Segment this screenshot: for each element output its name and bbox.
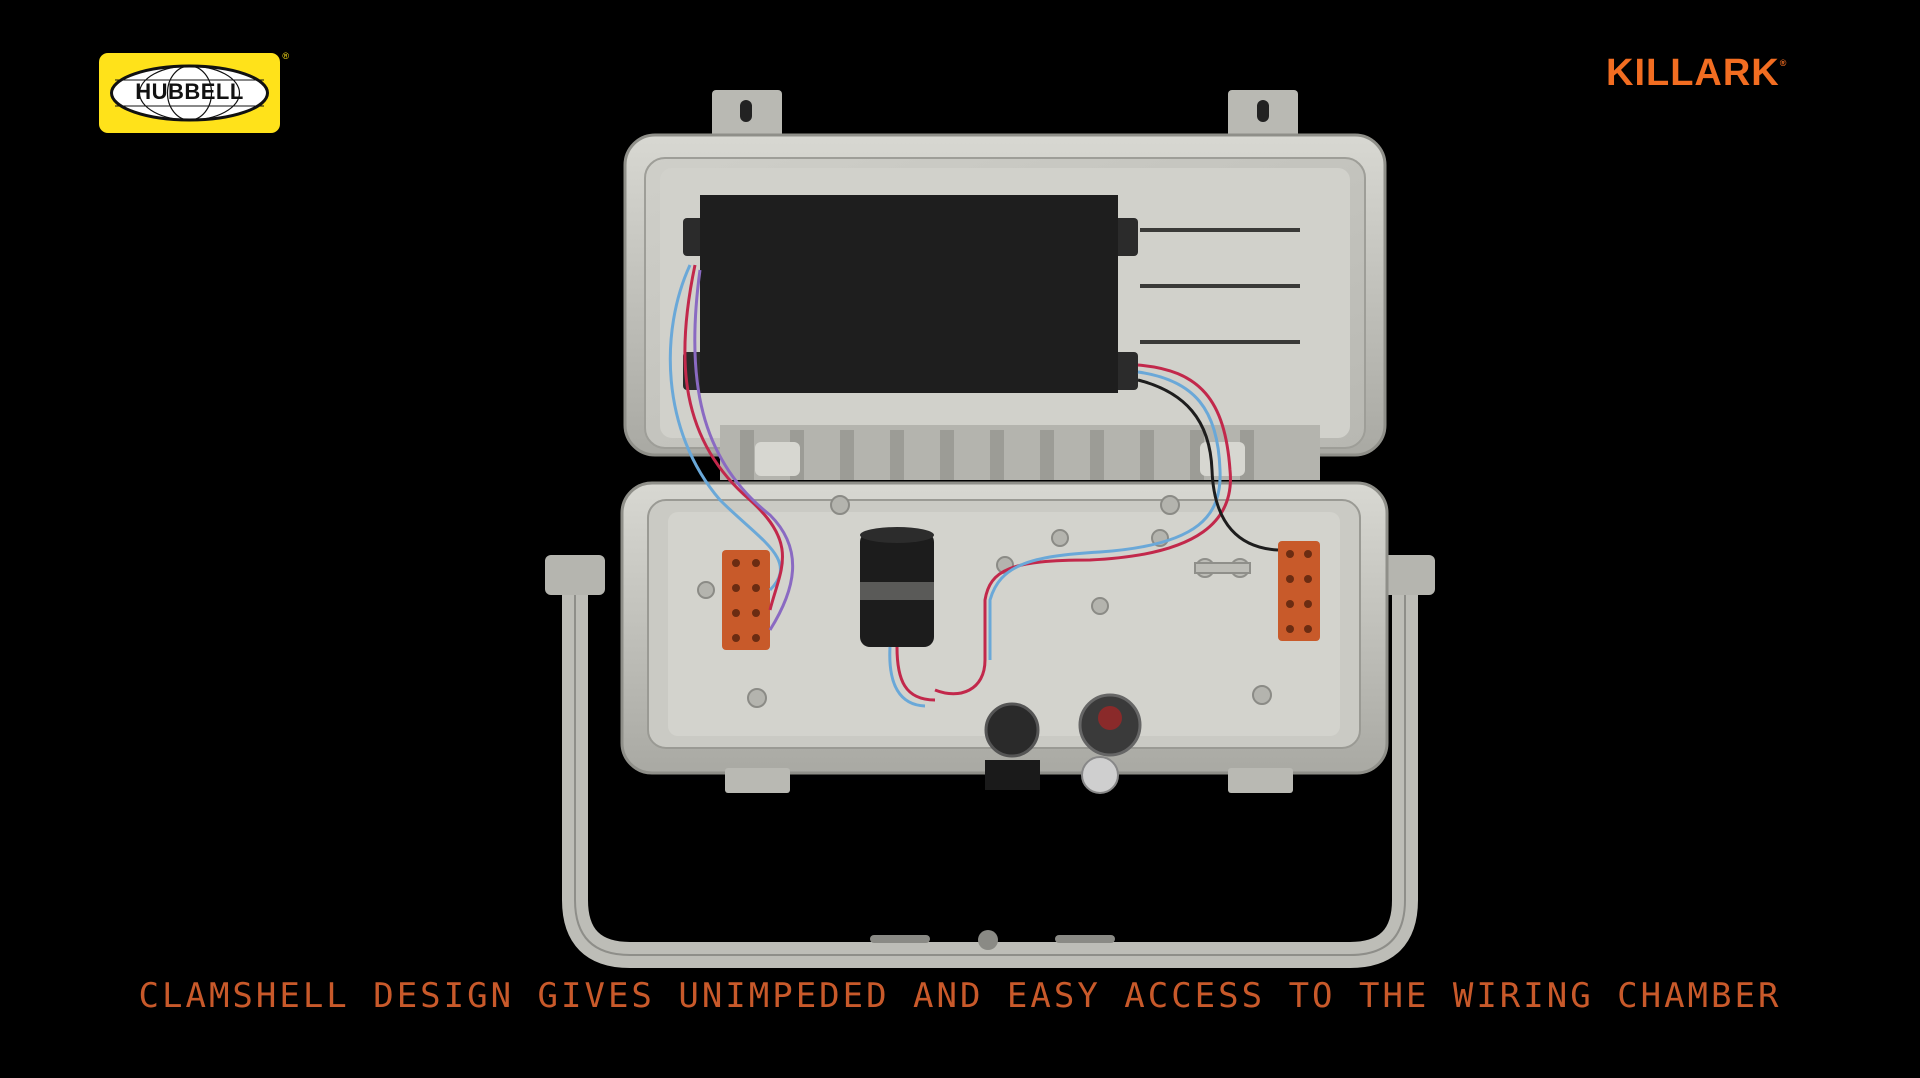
internal-wiring <box>668 264 1279 708</box>
killark-logo: KILLARK® <box>1606 52 1787 95</box>
lid-mounting-tabs <box>712 90 1298 140</box>
hubbell-registered-mark: ® <box>282 51 289 61</box>
bottom-connectors <box>984 693 1142 794</box>
mounting-yoke <box>545 555 1435 968</box>
wiring-chamber <box>620 481 1389 794</box>
killark-registered-mark: ® <box>1779 58 1788 68</box>
caption-text: CLAMSHELL DESIGN GIVES UNIMPEDED AND EAS… <box>138 976 1782 1016</box>
hubbell-wordmark: HUBBELL <box>135 79 244 104</box>
wire-clip <box>1194 558 1251 578</box>
hubbell-logo: HUBBELL ® <box>99 51 289 133</box>
hubbell-globe-icon <box>110 64 269 122</box>
open-lid <box>623 133 1387 480</box>
led-driver-box <box>700 195 1118 393</box>
killark-wordmark: KILLARK <box>1606 52 1780 94</box>
terminal-block-left <box>722 550 770 650</box>
surge-protector <box>860 527 934 647</box>
terminal-block-right <box>1278 541 1320 641</box>
